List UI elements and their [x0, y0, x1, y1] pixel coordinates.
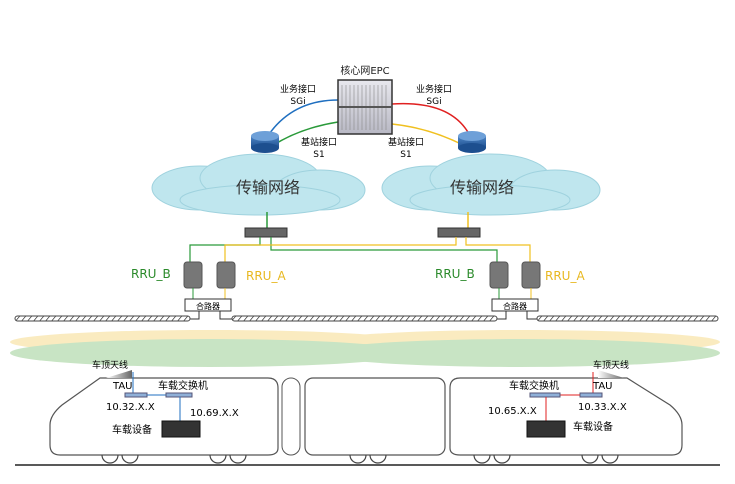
roof-antenna-icon: [598, 370, 624, 378]
transport-cloud-left-label: 传输网络: [236, 178, 300, 197]
rru-a-right: [521, 261, 541, 289]
left-onboard-equipment: [161, 420, 201, 438]
sgi-left-sub: SGi: [290, 97, 305, 107]
rru-a-left: [216, 261, 236, 289]
right-device-label: 车载设备: [573, 420, 613, 433]
epc-core-rack: [337, 79, 393, 135]
right-switch-ip: 10.65.X.X: [488, 406, 537, 417]
sgi-right-label: 业务接口: [416, 83, 452, 95]
right-onboard-equipment: [526, 420, 566, 438]
transport-cloud-right: [381, 153, 601, 216]
train-car-middle: [304, 377, 446, 456]
left-switch-ip: 10.69.X.X: [190, 408, 239, 419]
combiner-right: [491, 298, 539, 312]
combiner-left-label: 合路器: [196, 301, 220, 311]
s1-right-label: 基站接口: [388, 136, 424, 148]
left-tau-label: TAU: [112, 381, 133, 392]
wheels: [101, 454, 619, 464]
right-tau-ip: 10.33.X.X: [578, 402, 627, 413]
train-car-right: [449, 377, 683, 456]
rru-b-right-label: RRU_B: [435, 267, 475, 281]
train-coupler: [281, 377, 301, 456]
s1-left-label: 基站接口: [301, 136, 337, 148]
right-onboard-switch: [529, 392, 561, 398]
sgi-left-label: 业务接口: [280, 83, 316, 95]
rru-a-right-label: RRU_A: [545, 269, 585, 283]
left-antenna-label: 车顶天线: [92, 359, 128, 371]
transport-switch-right: [437, 227, 481, 238]
roof-antenna-icon: [106, 370, 132, 378]
transport-switch-left: [244, 227, 288, 238]
left-tau-ip: 10.32.X.X: [106, 402, 155, 413]
right-tau-device: [579, 392, 603, 398]
rru-b-left-label: RRU_B: [131, 267, 171, 281]
rru-b-left: [183, 261, 203, 289]
left-switch-label: 车载交换机: [158, 379, 208, 392]
rru-b-right: [489, 261, 509, 289]
router-icon: [458, 131, 486, 153]
combiner-left: [184, 298, 232, 312]
leaky-cable: [231, 315, 498, 322]
s1-left-sub: S1: [313, 150, 324, 160]
train-car-left: [49, 377, 279, 456]
sgi-right-sub: SGi: [426, 97, 441, 107]
left-tau-device: [124, 392, 148, 398]
right-tau-label: TAU: [592, 381, 613, 392]
s1-right-sub: S1: [400, 150, 411, 160]
leaky-cable: [536, 315, 719, 322]
coverage-area: [10, 330, 720, 367]
transport-cloud-left: [151, 153, 366, 216]
left-device-label: 车载设备: [112, 423, 152, 436]
left-onboard-switch: [165, 392, 193, 398]
leaky-cable: [14, 315, 191, 322]
epc-label: 核心网EPC: [340, 64, 389, 77]
transport-cloud-right-label: 传输网络: [450, 178, 514, 197]
router-icon: [251, 131, 279, 153]
right-antenna-label: 车顶天线: [593, 359, 629, 371]
combiner-right-label: 合路器: [503, 301, 527, 311]
right-switch-label: 车载交换机: [509, 379, 559, 392]
rru-a-left-label: RRU_A: [246, 269, 286, 283]
